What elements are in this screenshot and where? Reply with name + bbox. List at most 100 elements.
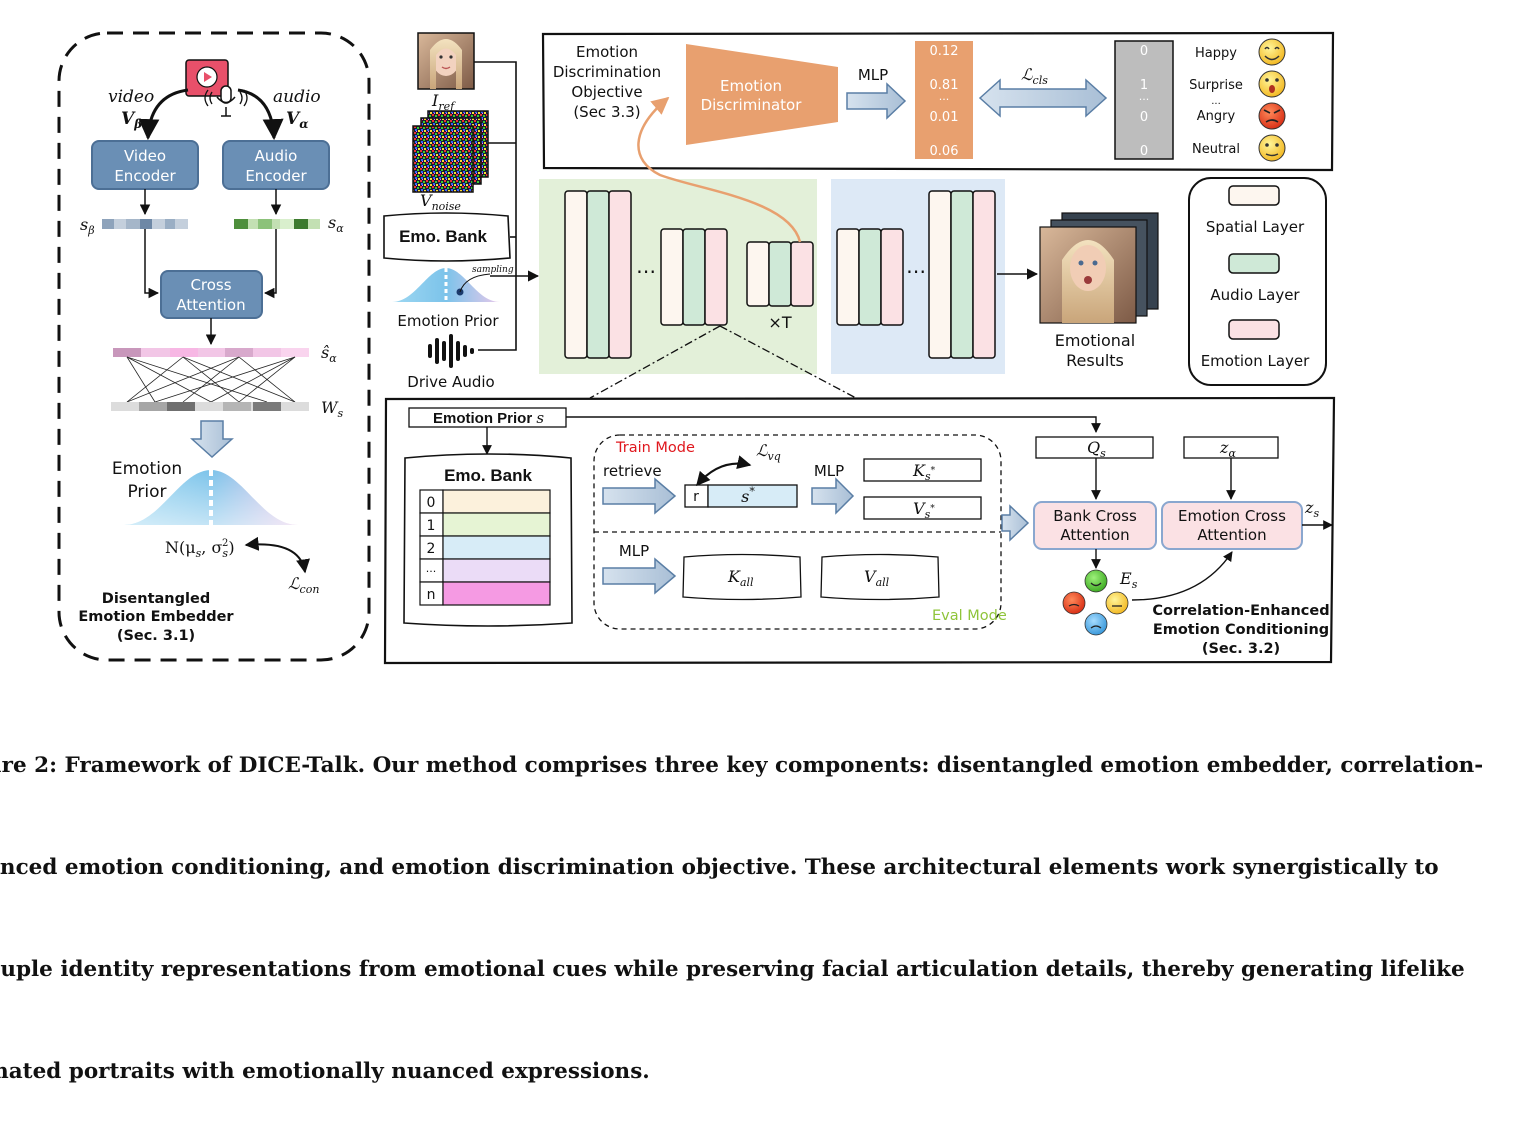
- happy-emoji-icon: [1258, 38, 1286, 66]
- emotion-layer: [704, 228, 728, 326]
- emotion-layer: [608, 190, 632, 359]
- emotion-prior-line2: Prior: [127, 482, 166, 502]
- l-cls-label: ℒcls: [1021, 65, 1048, 87]
- normal-distribution: N(μs, σs2): [165, 538, 235, 560]
- denoising-backbone: ⋯ ⋯ ×T Emotional Results: [539, 96, 1159, 399]
- class-label: Surprise: [1189, 78, 1243, 93]
- caption-line-3: ouple identity representations from emot…: [0, 957, 1465, 982]
- bank-cross-attention-box: [1033, 501, 1157, 550]
- angry-red-face-icon: [1062, 591, 1086, 615]
- legend-swatch: [1228, 185, 1280, 206]
- discrimination-title-line1: Emotion: [576, 43, 638, 61]
- bank-row-label: 2: [427, 541, 436, 557]
- prediction-value: ...: [939, 90, 950, 103]
- audio-encoder-line2: Encoder: [245, 167, 307, 185]
- v-all-label: Vall: [864, 567, 890, 589]
- down-block-arrow: [190, 420, 234, 459]
- z-alpha-label: zα: [1219, 438, 1236, 460]
- s-beta-embedding: [102, 219, 188, 229]
- bank-row-label: 0: [427, 495, 436, 511]
- legend-label: Audio Layer: [1210, 286, 1300, 304]
- discrimination-mlp-label: MLP: [858, 66, 888, 84]
- emo-bank-input-label: Emo. Bank: [399, 227, 487, 246]
- discriminator-line1: Emotion: [720, 77, 782, 95]
- bank-cross-line1: Bank Cross: [1053, 507, 1137, 525]
- spatial-layer: [564, 190, 588, 359]
- target-vector: [1114, 40, 1174, 160]
- emo-bank-title: Emo. Bank: [444, 466, 532, 485]
- disentangled-emotion-embedder: video Vβ audio Vα Video Encoder Audio En…: [57, 31, 371, 662]
- target-value: 1: [1140, 78, 1148, 93]
- audio-waveform-icon: [428, 334, 474, 368]
- emotion-layer: [790, 241, 814, 307]
- s-star-label: s*: [741, 485, 755, 506]
- cross-attention-line2: Attention: [176, 296, 245, 314]
- bank-row-embedding: [442, 581, 551, 606]
- cross-attention-line1: Cross: [190, 276, 231, 294]
- l-con-label: ℒcon: [288, 574, 319, 596]
- conditioning-title-line2: Emotion Conditioning: [1153, 622, 1329, 638]
- w-s-embedding: [111, 402, 309, 411]
- v-noise-label: Vnoise: [420, 191, 461, 213]
- embedder-title-line3: (Sec. 3.1): [117, 628, 195, 644]
- s-hat-alpha-label: ŝα: [321, 343, 337, 365]
- emotional-results-frames: [1039, 212, 1159, 324]
- discrimination-title-line3: Objective: [571, 83, 642, 101]
- s-beta-label: sβ: [80, 215, 95, 237]
- framework-diagram: video Vβ audio Vα Video Encoder Audio En…: [57, 31, 1336, 665]
- bank-row-embedding: [442, 512, 551, 537]
- gaussian-prior-curve: [124, 470, 298, 525]
- layer-stacks: [564, 190, 996, 359]
- k-all-label: Kall: [727, 567, 754, 589]
- embedder-frame: [57, 31, 371, 662]
- spatial-layer: [836, 228, 860, 326]
- w-s-label: Ws: [321, 398, 343, 420]
- audio-layer: [950, 190, 974, 359]
- bank-row-label: n: [427, 587, 436, 603]
- noise-frames: [412, 110, 489, 193]
- target-value: 0: [1140, 44, 1148, 59]
- class-label: ...: [1211, 96, 1221, 107]
- l-vq-label: ℒvq: [756, 441, 781, 463]
- attention-weights-lines: [126, 356, 296, 403]
- v-s-star-box: [863, 496, 982, 520]
- s-hat-alpha-embedding: [113, 348, 309, 357]
- emotion-layer: [880, 228, 904, 326]
- legend-label: Emotion Layer: [1201, 352, 1310, 370]
- emo-bank-input: [383, 212, 511, 262]
- i-ref-label: Iref: [431, 91, 456, 113]
- train-mlp-label: MLP: [814, 462, 844, 480]
- prediction-values: 0.120.81...0.010.06: [930, 44, 959, 159]
- audio-variable: Vα: [286, 109, 308, 131]
- emotion-discriminator-shape: [686, 44, 838, 145]
- z-s-label: zs: [1304, 498, 1319, 520]
- eval-mlp-block-arrow: [602, 557, 677, 595]
- ellipsis-2: ⋯: [906, 259, 926, 283]
- eval-mode-label: Eval Mode: [932, 608, 1007, 624]
- q-s-box: [1035, 436, 1154, 459]
- prediction-value: 0.06: [930, 144, 959, 159]
- train-mlp-block-arrow: [811, 477, 855, 515]
- video-encoder-line2: Encoder: [114, 167, 176, 185]
- embedder-title-line1: Disentangled: [102, 591, 210, 607]
- class-label: Happy: [1195, 46, 1237, 61]
- cls-double-arrow: [978, 78, 1108, 118]
- sad-blue-face-icon: [1084, 612, 1108, 636]
- discriminator-line2: Discriminator: [701, 96, 803, 114]
- audio-label: audio: [273, 87, 321, 107]
- emotion-cross-line2: Attention: [1197, 526, 1266, 544]
- spatial-layer: [928, 190, 952, 359]
- happy-green-face-icon: [1084, 569, 1108, 593]
- video-variable: Vβ: [121, 109, 142, 131]
- correlation-enhanced-conditioning: Emotion Prior s Emo. Bank 012...n Train …: [383, 396, 1336, 665]
- neutral-emoji-icon: [1258, 134, 1286, 162]
- bank-row-label: ...: [426, 562, 437, 575]
- audio-layer: [682, 228, 706, 326]
- inputs-column: Iref Vnoise Emo. Bank sampling Emotion P…: [383, 32, 540, 391]
- input-connectors: [474, 61, 540, 351]
- eval-mlp-label: MLP: [619, 542, 649, 560]
- s-star-cell: [707, 484, 798, 508]
- discrimination-title-line2: Discrimination: [553, 63, 661, 81]
- emotion-layer: [972, 190, 996, 359]
